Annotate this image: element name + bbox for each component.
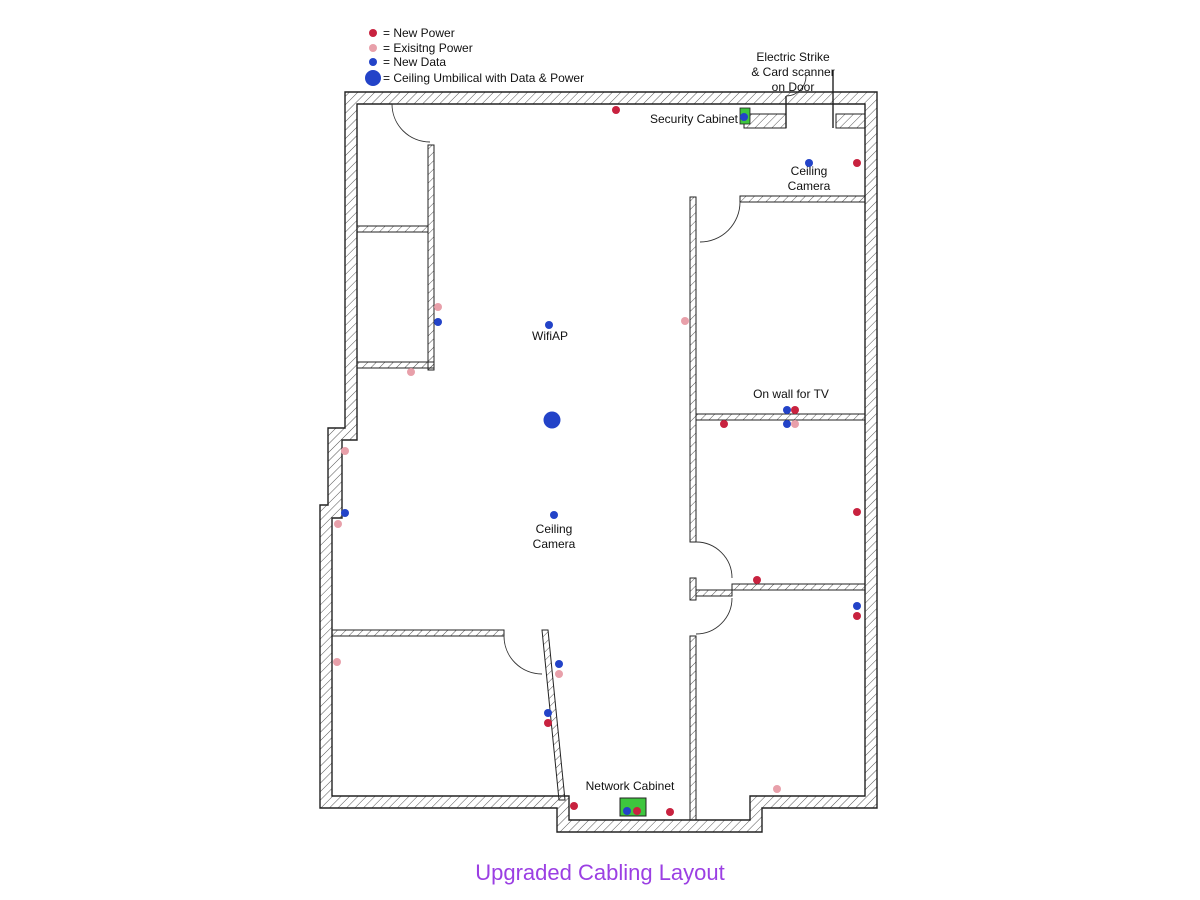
new-data-marker [555, 660, 563, 668]
new-power-marker [853, 508, 861, 516]
new-data-marker [550, 511, 558, 519]
legend-umbilical-label: = Ceiling Umbilical with Data & Power [383, 71, 584, 85]
new-data-marker [623, 807, 631, 815]
existing-power-marker [434, 303, 442, 311]
legend-new-data-label: = New Data [383, 55, 446, 69]
diagram-caption: Upgraded Cabling Layout [475, 860, 725, 885]
legend-new-power-dot [369, 29, 377, 37]
outer-walls [319, 91, 878, 833]
ceiling-umbilical-marker [543, 411, 561, 429]
legend-existing-power-label: = Exisitng Power [383, 41, 473, 55]
security-cabinet-label: Security Cabinet [650, 112, 739, 126]
legend-existing-power-dot [369, 44, 377, 52]
plan-labels: Electric Strike & Card scanner on Door S… [532, 50, 835, 793]
electric-strike-label-1: Electric Strike [756, 50, 830, 64]
new-power-marker [633, 807, 641, 815]
new-data-marker [805, 159, 813, 167]
legend-umbilical-dot [365, 70, 381, 86]
legend-new-power-label: = New Power [383, 26, 455, 40]
new-power-marker [853, 159, 861, 167]
outlet-markers [333, 106, 861, 816]
network-cabinet-label: Network Cabinet [586, 779, 675, 793]
new-data-marker [740, 113, 748, 121]
interior-walls [331, 70, 866, 821]
new-data-marker [783, 406, 791, 414]
new-power-marker [612, 106, 620, 114]
new-power-marker [720, 420, 728, 428]
doors [391, 75, 807, 675]
existing-power-marker [681, 317, 689, 325]
electric-strike-label-2: & Card scanner [751, 65, 834, 79]
new-power-marker [853, 612, 861, 620]
wifi-ap-label: WifiAP [532, 329, 568, 343]
new-power-marker [753, 576, 761, 584]
electric-strike-label-3: on Door [772, 80, 815, 94]
existing-power-marker [407, 368, 415, 376]
new-power-marker [544, 719, 552, 727]
existing-power-marker [341, 447, 349, 455]
new-power-marker [570, 802, 578, 810]
new-power-marker [666, 808, 674, 816]
new-data-marker [545, 321, 553, 329]
ceiling-camera-top-label-1: Ceiling [791, 164, 828, 178]
new-data-marker [341, 509, 349, 517]
ceiling-camera-center-label-1: Ceiling [536, 522, 573, 536]
on-wall-tv-label: On wall for TV [753, 387, 829, 401]
existing-power-marker [334, 520, 342, 528]
existing-power-marker [773, 785, 781, 793]
ceiling-camera-center-label-2: Camera [533, 537, 576, 551]
new-power-marker [791, 406, 799, 414]
new-data-marker [783, 420, 791, 428]
new-data-marker [434, 318, 442, 326]
existing-power-marker [555, 670, 563, 678]
existing-power-marker [333, 658, 341, 666]
ceiling-camera-top-label-2: Camera [788, 179, 831, 193]
new-data-marker [544, 709, 552, 717]
legend-new-data-dot [369, 58, 377, 66]
existing-power-marker [791, 420, 799, 428]
new-data-marker [853, 602, 861, 610]
legend: = New Power = Exisitng Power = New Data … [365, 26, 584, 86]
